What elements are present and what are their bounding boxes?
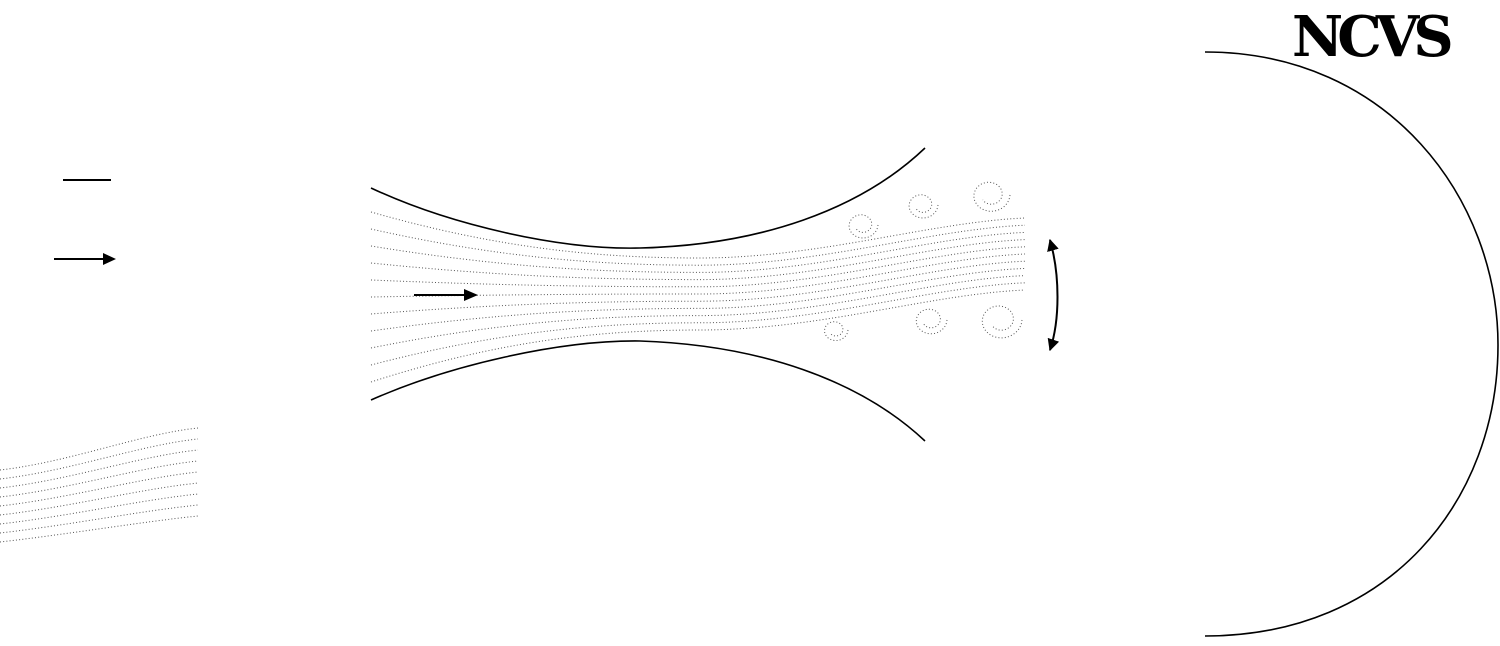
flow-direction-arrow (414, 289, 478, 301)
upper-fold-wall (370, 147, 926, 249)
streamline (370, 260, 1026, 315)
vortices (823, 181, 1023, 342)
streamline (370, 275, 1026, 349)
vortex (915, 308, 948, 335)
streamline (370, 211, 1026, 259)
legend-dotted-lines (0, 427, 199, 543)
oscillation-double-arrow (1047, 238, 1060, 352)
streamline (370, 289, 1026, 383)
vortex (823, 321, 849, 342)
legend-streamline (0, 515, 199, 543)
ncvs-logo: NCVS (1292, 4, 1451, 70)
legend-streamline (0, 449, 199, 489)
glottal-streamlines (370, 211, 1026, 383)
legend-streamline (0, 438, 199, 480)
legend-streamline (0, 482, 199, 516)
radiation-arc (1204, 51, 1499, 637)
legend-streamline (0, 471, 199, 507)
legend-streamline (0, 504, 199, 534)
vortex (848, 214, 879, 239)
streamline (370, 246, 1026, 288)
legend-streamline (0, 460, 199, 498)
streamline (370, 231, 1026, 273)
vortex (908, 194, 939, 219)
legend-arrow (54, 253, 116, 265)
streamline (370, 224, 1026, 266)
lower-fold-wall (370, 340, 926, 442)
vortex (981, 305, 1023, 339)
streamline (370, 253, 1026, 298)
streamline (370, 239, 1026, 281)
legend-streamline (0, 427, 199, 471)
vortex (973, 181, 1011, 212)
streamline (370, 267, 1026, 332)
legend-streamline (0, 493, 199, 525)
